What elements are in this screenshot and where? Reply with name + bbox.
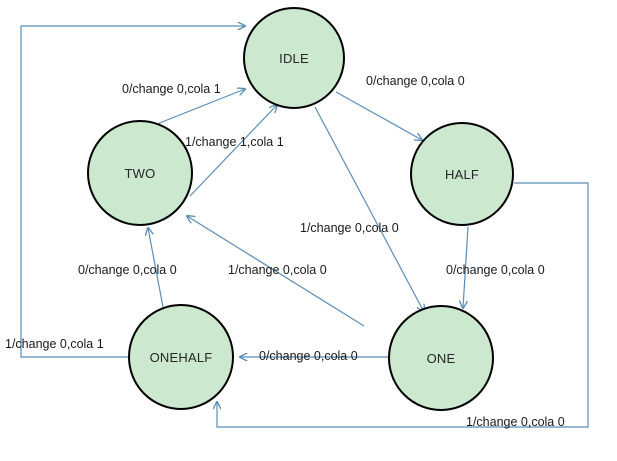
edge-idle-to-half	[335, 91, 422, 140]
state-label-two: TWO	[124, 165, 156, 181]
edge-onehalf-to-idle	[20, 26, 245, 358]
edge-half-to-one	[463, 226, 469, 308]
edge-label-two-to-idle-1: 1/change 1,cola 1	[185, 135, 284, 149]
edge-onehalf-to-two	[148, 228, 164, 308]
edge-two-to-idle-0	[151, 89, 245, 127]
state-node-idle[interactable]: IDLE	[243, 7, 345, 109]
state-node-two[interactable]: TWO	[87, 120, 193, 226]
edge-idle-to-one	[314, 106, 424, 312]
edge-one-to-two	[187, 216, 365, 327]
edge-label-idle-to-one: 1/change 0,cola 0	[300, 221, 399, 235]
state-label-onehalf: ONEHALF	[149, 349, 213, 365]
edge-label-one-to-onehalf-loop: 1/change 0,cola 0	[466, 415, 565, 429]
edge-label-two-to-idle-0: 0/change 0,cola 1	[122, 82, 221, 96]
edge-label-half-to-one: 0/change 0,cola 0	[446, 263, 545, 277]
edge-two-to-idle-1	[189, 105, 277, 197]
state-node-onehalf[interactable]: ONEHALF	[128, 304, 234, 410]
state-label-half: HALF	[444, 166, 480, 182]
state-label-idle: IDLE	[279, 50, 309, 66]
state-node-half[interactable]: HALF	[410, 122, 514, 226]
edge-one-to-onehalf-loop	[217, 182, 589, 428]
state-node-one[interactable]: ONE	[388, 305, 494, 411]
state-label-one: ONE	[426, 350, 456, 366]
edge-label-one-to-onehalf: 0/change 0,cola 0	[259, 349, 358, 363]
edge-label-onehalf-to-idle: 1/change 0,cola 1	[5, 337, 104, 351]
edge-label-idle-to-half: 0/change 0,cola 0	[366, 74, 465, 88]
edge-label-one-to-two: 1/change 0,cola 0	[228, 263, 327, 277]
edge-label-onehalf-to-two: 0/change 0,cola 0	[78, 263, 177, 277]
